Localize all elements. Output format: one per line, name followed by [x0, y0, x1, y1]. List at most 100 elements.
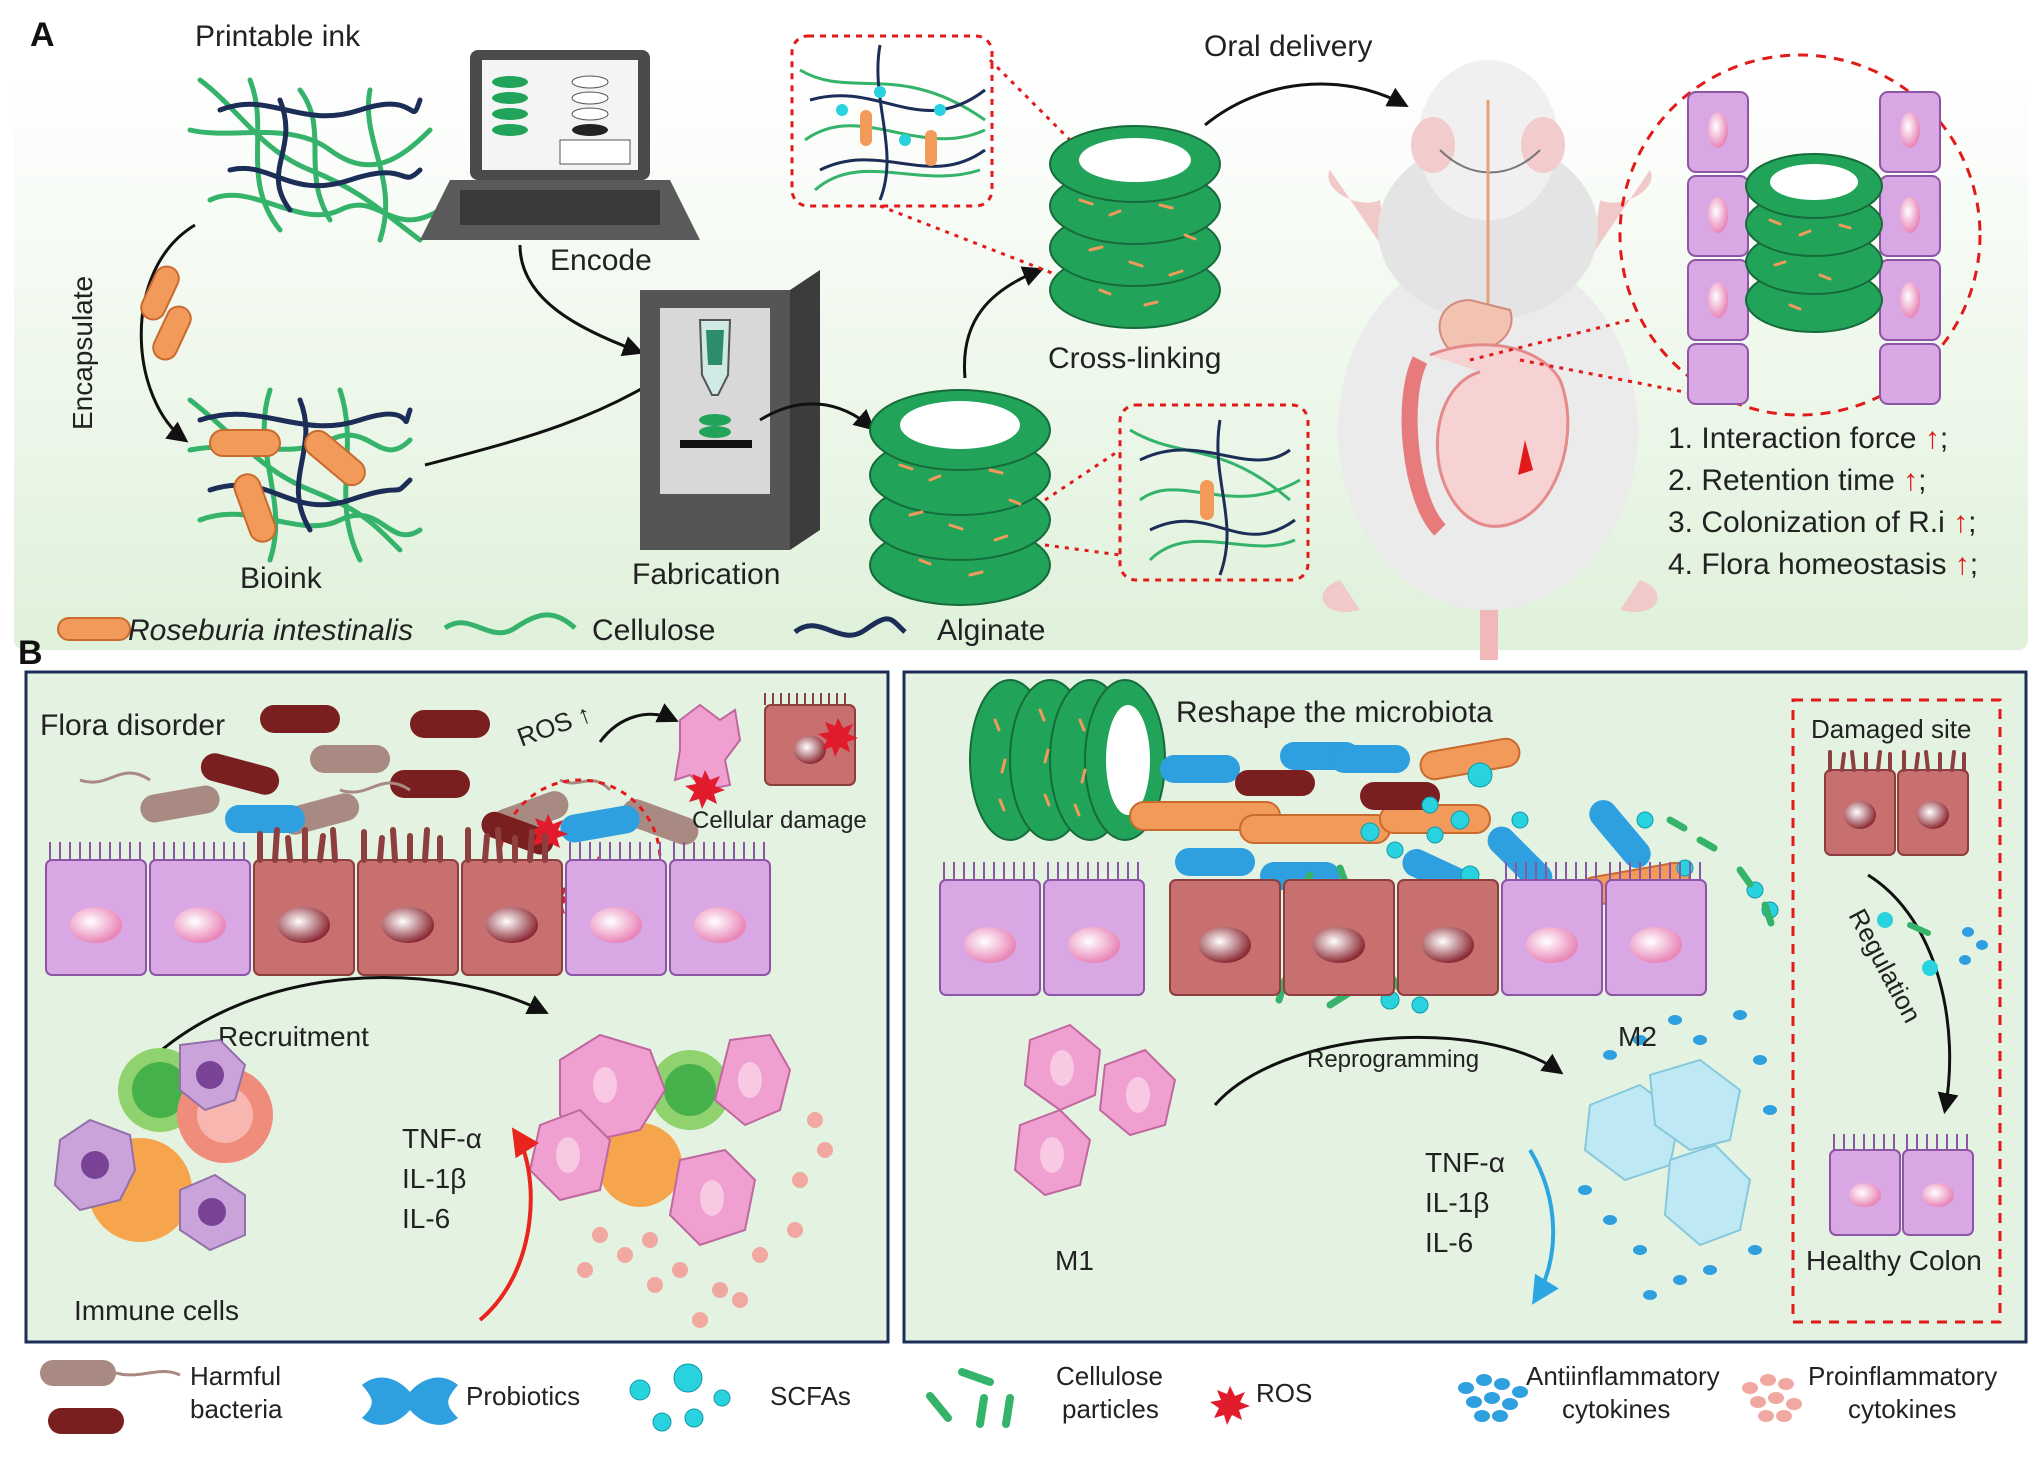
- regulation-scfas: [1877, 912, 1988, 976]
- legend-cellulose-label: Cellulose: [592, 614, 715, 647]
- colon-guide-2: [1519, 358, 1701, 397]
- proinflammatory-cytokine-labels: TNF-α IL-1β IL-6: [402, 1123, 482, 1234]
- flora-disorder-label: Flora disorder: [40, 709, 225, 742]
- colon-scaffold: [1745, 153, 1883, 333]
- recruitment-label: Recruitment: [218, 1021, 369, 1052]
- recruitment-arrow: [148, 976, 549, 1062]
- epithelium-right: [939, 862, 1707, 996]
- panel-b-letter: B: [18, 634, 43, 672]
- bottom-legend: Harmful bacteria Probiotics SCFAs Cellul…: [40, 1360, 1997, 1434]
- encode-arrow: [518, 244, 644, 357]
- legend-harmful-label-1: Harmful: [190, 1361, 281, 1391]
- legend-scfas-label: SCFAs: [770, 1381, 851, 1411]
- m1-label: M1: [1055, 1245, 1094, 1276]
- zoom-box-bottom: [1118, 403, 1310, 582]
- reshape-microbiota-label: Reshape the microbiota: [1176, 696, 1493, 729]
- m1-macrophages: [1013, 1023, 1177, 1197]
- recruited-macrophages: [528, 1033, 833, 1328]
- healthy-colon-label: Healthy Colon: [1806, 1245, 1982, 1276]
- zoom-guide-top-2: [879, 204, 1071, 282]
- zoom-guide-bottom-2: [1044, 543, 1121, 557]
- laptop-icon: [420, 50, 700, 240]
- bioink-label: Bioink: [240, 562, 323, 595]
- svg-text:IL-1β: IL-1β: [402, 1163, 466, 1194]
- colon-wall-left: [1687, 91, 1749, 405]
- zoom-network-top: [799, 44, 986, 201]
- cytokine-decrease-arrow: [1528, 1148, 1559, 1305]
- effect-item-3: 3. Colonization of R.i ↑;: [1668, 506, 1977, 539]
- zoom-network-bottom: [1129, 419, 1301, 576]
- legend-cellulose-particles-label-1: Cellulose: [1056, 1361, 1163, 1391]
- legend-cellulose-particles-label-2: particles: [1062, 1394, 1159, 1424]
- m2-label: M2: [1618, 1021, 1657, 1052]
- encapsulate-arrow: [139, 223, 196, 443]
- svg-text:IL-1β: IL-1β: [1425, 1187, 1489, 1218]
- legend-cellulose-particles-icon: [926, 1368, 1014, 1428]
- printable-ink-label: Printable ink: [195, 20, 361, 53]
- crosslink-arrow: [962, 266, 1044, 379]
- cellular-damage-label: Cellular damage: [692, 807, 867, 834]
- damaged-site-cells: [1824, 750, 1969, 856]
- printed-scaffold: [869, 389, 1051, 606]
- colon-wall-right: [1879, 91, 1941, 405]
- crosslinked-scaffold: [1049, 125, 1221, 329]
- legend-anti-inflammatory-label-2: cytokines: [1562, 1394, 1670, 1424]
- legend-pro-inflammatory-icon: [1742, 1374, 1802, 1422]
- cytokine-increase-arrow: [478, 1127, 539, 1322]
- damaged-site-label: Damaged site: [1811, 714, 1971, 744]
- fabrication-label: Fabrication: [632, 558, 780, 591]
- legend-harmful-label-2: bacteria: [190, 1394, 283, 1424]
- legend-probiotics-icon: [362, 1377, 458, 1425]
- zoom-box-top: [790, 34, 994, 208]
- reprogramming-arrow: [1213, 1035, 1564, 1106]
- svg-text:TNF-α: TNF-α: [402, 1123, 482, 1154]
- printable-ink-network: [187, 77, 443, 243]
- colon-zoom-circle: [1618, 53, 1982, 417]
- legend-ros-icon: [1210, 1386, 1250, 1425]
- svg-text:IL-6: IL-6: [1425, 1227, 1473, 1258]
- legend-pro-inflammatory-label-1: Proinflammatory: [1808, 1361, 1997, 1391]
- colon-guide-1: [1469, 318, 1631, 362]
- legend-harmful-icon-tan: [40, 1360, 116, 1386]
- effects-list: 1. Interaction force ↑; 2. Retention tim…: [1668, 422, 1978, 581]
- legend-ros-label: ROS: [1256, 1378, 1312, 1408]
- printer-to-scaffold-arrow: [759, 402, 876, 431]
- legend-anti-inflammatory-icon: [1458, 1374, 1528, 1422]
- reprogramming-label: Reprogramming: [1307, 1046, 1479, 1073]
- panel-a-letter: A: [30, 16, 55, 54]
- 3d-printer-icon: [640, 270, 820, 550]
- bioink-network: [187, 387, 423, 563]
- encapsulate-label: Encapsulate: [67, 276, 98, 430]
- legend-scfas-icon: [629, 1363, 731, 1432]
- encode-label: Encode: [550, 244, 652, 277]
- m2-macrophages: [1578, 1010, 1777, 1300]
- epithelium-left: [45, 827, 771, 976]
- legend-roseburia-icon: [57, 617, 131, 641]
- effect-item-1: 1. Interaction force ↑;: [1668, 422, 1948, 455]
- cellular-damage-cells: [673, 693, 858, 809]
- svg-text:IL-6: IL-6: [402, 1203, 450, 1234]
- effect-item-4: 4. Flora homeostasis ↑;: [1668, 548, 1978, 581]
- harmful-bacteria-cluster: [79, 705, 699, 845]
- cross-linking-label: Cross-linking: [1048, 342, 1221, 375]
- legend-alginate-icon: [793, 616, 907, 638]
- healthy-colon-cells: [1829, 1134, 1974, 1236]
- ros-to-damage-arrow: [598, 703, 679, 743]
- oral-delivery-arrow: [1204, 82, 1409, 127]
- oral-delivery-label: Oral delivery: [1204, 30, 1372, 63]
- legend-roseburia-label: Roseburia intestinalis: [128, 614, 413, 647]
- legend-harmful-icon-dark: [48, 1408, 124, 1434]
- anti-inflammatory-cytokine-labels: TNF-α IL-1β IL-6: [1425, 1147, 1505, 1258]
- mouse-illustration: [1322, 60, 1658, 660]
- immune-cells-label: Immune cells: [74, 1295, 239, 1326]
- legend-alginate-label: Alginate: [937, 614, 1045, 647]
- roseburia-bacteria-group: [140, 265, 192, 361]
- legend-pro-inflammatory-label-2: cytokines: [1848, 1394, 1956, 1424]
- immune-cells-cluster: [53, 1038, 273, 1252]
- legend-probiotics-label: Probiotics: [466, 1381, 580, 1411]
- regulation-arrow: [1867, 873, 1959, 1115]
- svg-text:TNF-α: TNF-α: [1425, 1147, 1505, 1178]
- effect-item-2: 2. Retention time ↑;: [1668, 464, 1926, 497]
- legend-cellulose-icon: [443, 612, 577, 636]
